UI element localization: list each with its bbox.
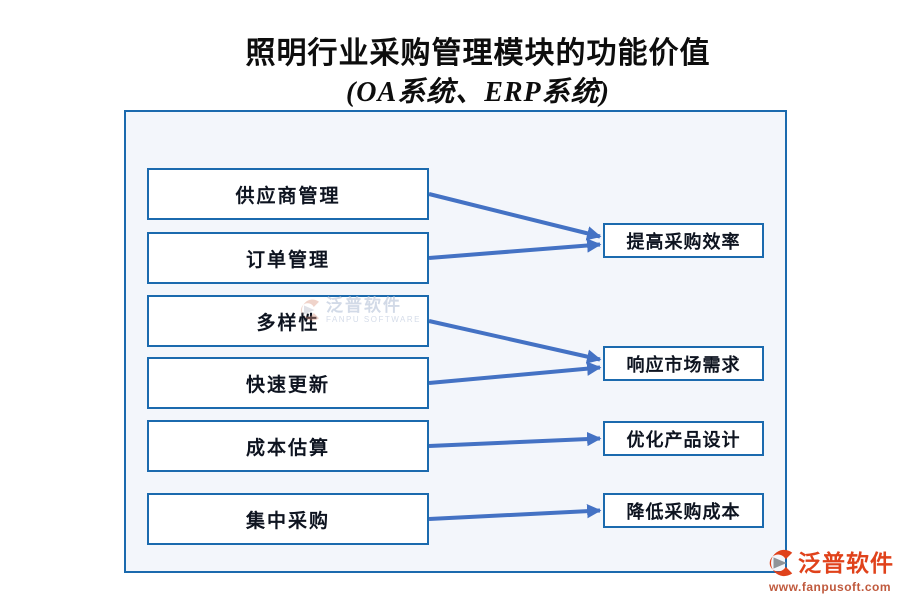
feature-box-label: 快速更新 [245,374,330,396]
fanpu-logo-icon [769,549,793,577]
footer-logo-website: www.fanpusoft.com [768,580,892,594]
connector-arrow [428,503,602,521]
feature-box-rapid-update: 快速更新 [147,357,429,409]
value-box-optimize-product-design: 优化产品设计 [603,421,764,456]
connector-arrow [428,361,602,385]
value-box-respond-market-demand: 响应市场需求 [603,346,764,381]
value-box-improve-procurement-efficiency: 提高采购效率 [603,223,764,258]
diagram-title: 照明行业采购管理模块的功能价值 [245,37,711,70]
connector-arrow [428,238,602,260]
value-box-label: 提高采购效率 [626,231,741,252]
feature-box-label: 订单管理 [245,249,330,271]
value-box-label: 优化产品设计 [626,429,741,450]
feature-box-label: 多样性 [256,312,320,334]
feature-box-label: 供应商管理 [235,185,341,207]
diagram-subtitle: (OA系统、ERP系统) [345,77,610,108]
feature-box-label: 成本估算 [245,437,330,459]
feature-box-cost-estimation: 成本估算 [147,420,429,472]
footer-logo: 泛普软件 www.fanpusoft.com [766,547,894,594]
connector-arrow [428,192,602,241]
value-box-label: 降低采购成本 [626,501,741,522]
arrow-layer [428,192,602,521]
value-box-reduce-procurement-cost: 降低采购成本 [603,493,764,528]
feature-box-supplier-management: 供应商管理 [147,168,429,220]
connector-arrow [428,431,602,448]
feature-box-label: 集中采购 [245,510,330,532]
feature-box-centralized-procurement: 集中采购 [147,493,429,545]
diagram-canvas: 供应商管理 订单管理 多样性 快速更新 成本估算 集中采购 提高采购效率 响应市… [124,110,787,573]
feature-box-diversity: 多样性 [147,295,429,347]
connector-arrow [428,319,602,364]
footer-logo-brand: 泛普软件 [798,550,894,576]
feature-box-order-management: 订单管理 [147,232,429,284]
value-box-label: 响应市场需求 [626,354,741,375]
